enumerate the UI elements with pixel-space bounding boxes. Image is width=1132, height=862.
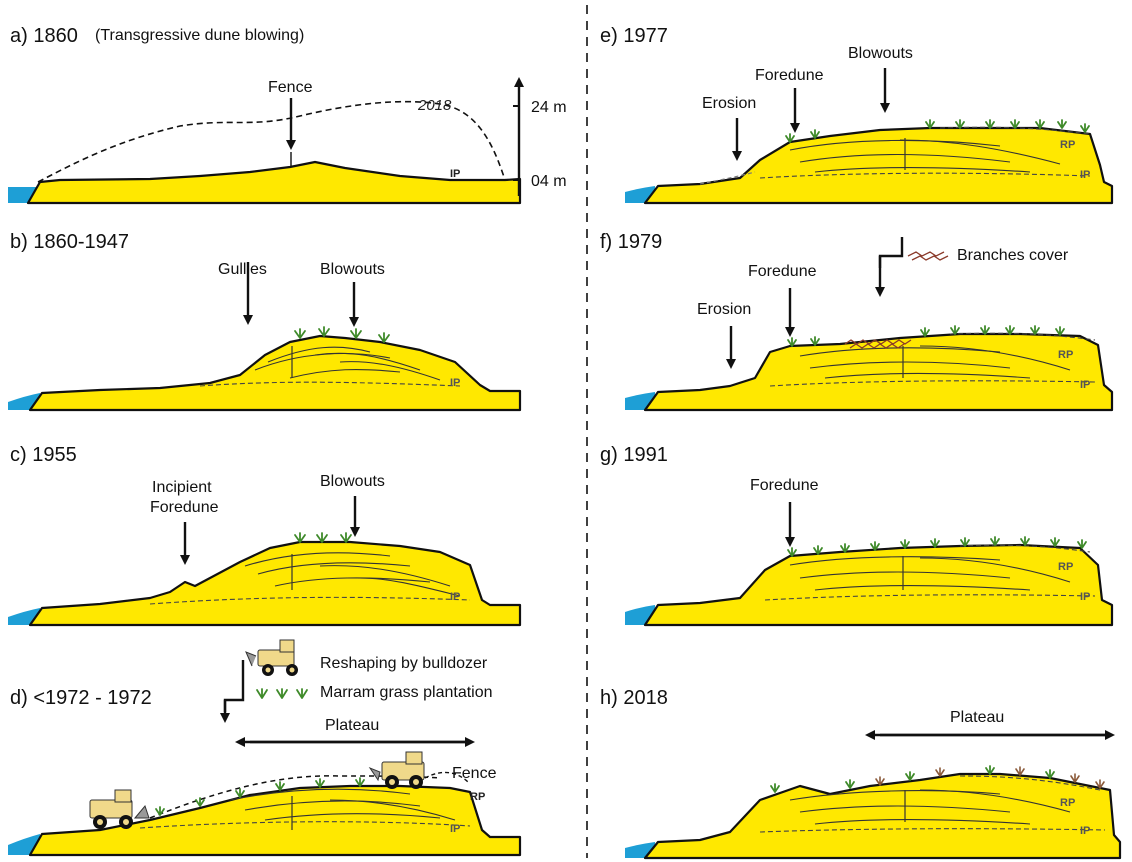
dune-profile (28, 334, 522, 412)
scale-top-label: 24 m (531, 99, 567, 116)
dune-profile (28, 540, 522, 627)
branches-label: Branches cover (957, 247, 1069, 264)
grass-tufts (785, 119, 1090, 143)
blowouts-label: Blowouts (320, 473, 385, 490)
year-2018-label: 2018 (417, 97, 452, 114)
rp-label: RP (1060, 797, 1075, 809)
ip-label: IP (1080, 379, 1090, 391)
ip-label: IP (450, 591, 460, 603)
panel-f-title: f) 1979 (600, 231, 662, 253)
rp-label: RP (1058, 561, 1073, 573)
grass-tufts (294, 532, 352, 543)
foredune-label: Foredune (748, 263, 817, 280)
bulldozer-icon (368, 751, 425, 789)
dune-profile (26, 160, 522, 205)
ip-label: IP (1080, 169, 1090, 181)
dune-outline-2018 (37, 100, 506, 183)
panel-b-title: b) 1860-1947 (10, 231, 129, 253)
branches-on-dune (844, 339, 912, 349)
ip-label: IP (1080, 591, 1090, 603)
bulldozer-icon (89, 789, 150, 829)
ip-label: IP (450, 823, 460, 835)
blowouts-label: Blowouts (320, 261, 385, 278)
foredune-label: Foredune (750, 477, 819, 494)
panel-d-title: d) <1972 - 1972 (10, 687, 152, 709)
fence-label: Fence (452, 765, 497, 782)
legend-bracket (223, 660, 245, 712)
panel-c-title: c) 1955 (10, 444, 77, 466)
panel-b: b) 1860-1947 Gullies Blowouts IP (8, 231, 522, 412)
panel-e-title: e) 1977 (600, 25, 668, 47)
panel-g: g) 1991 Foredune RP IP (600, 444, 1114, 627)
fence-label: Fence (268, 79, 313, 96)
legend-bulldozer-label: Reshaping by bulldozer (320, 655, 488, 672)
erosion-label: Erosion (697, 301, 751, 318)
incipient-label-2: Foredune (150, 499, 219, 516)
ip-label: IP (1080, 825, 1090, 837)
legend-grass-label: Marram grass plantation (320, 684, 493, 701)
panel-f: f) 1979 Branches cover Foredune Erosion (600, 231, 1114, 412)
grass-tufts (787, 536, 1087, 557)
legend-bracket (878, 237, 904, 268)
blowouts-label: Blowouts (848, 45, 913, 62)
panel-g-title: g) 1991 (600, 444, 668, 466)
panel-c: c) 1955 Incipient Foredune Blowouts IP (8, 444, 522, 627)
panel-a-subtitle: (Transgressive dune blowing) (95, 27, 304, 44)
rp-label: RP (470, 791, 485, 803)
erosion-label: Erosion (702, 95, 756, 112)
panel-a-title: a) 1860 (10, 25, 78, 47)
branches-icon (907, 251, 949, 261)
rp-label: RP (1058, 349, 1073, 361)
plateau-label: Plateau (950, 709, 1004, 726)
bulldozer-icon (245, 639, 298, 676)
brown-vegetation (875, 766, 1105, 789)
grass-legend-icon (256, 688, 308, 699)
foredune-label: Foredune (755, 67, 824, 84)
rp-label: RP (1060, 139, 1075, 151)
panel-e: e) 1977 Erosion Foredune Blowouts RP IP (600, 25, 1114, 205)
grass-tufts (770, 765, 1055, 793)
panel-a: a) 1860 (Transgressive dune blowing) Fen… (8, 25, 567, 205)
gullies-label: Gullies (218, 261, 267, 278)
panel-d: d) <1972 - 1972 Reshaping by bulldozer M… (8, 639, 522, 857)
grass-tufts (294, 326, 390, 343)
dune-profile (643, 126, 1114, 205)
incipient-label-1: Incipient (152, 479, 212, 496)
panel-h-title: h) 2018 (600, 687, 668, 709)
grass-tufts (787, 325, 1065, 347)
panel-h: h) 2018 Plateau RP IP (600, 687, 1122, 860)
ip-label: IP (450, 168, 460, 180)
dune-profile (643, 772, 1122, 860)
plateau-label: Plateau (325, 717, 379, 734)
dune-profile (643, 332, 1114, 412)
ip-label: IP (450, 377, 460, 389)
grass-tufts (155, 777, 365, 816)
scale-bottom-label: 04 m (531, 173, 567, 190)
dune-profile (643, 543, 1114, 627)
